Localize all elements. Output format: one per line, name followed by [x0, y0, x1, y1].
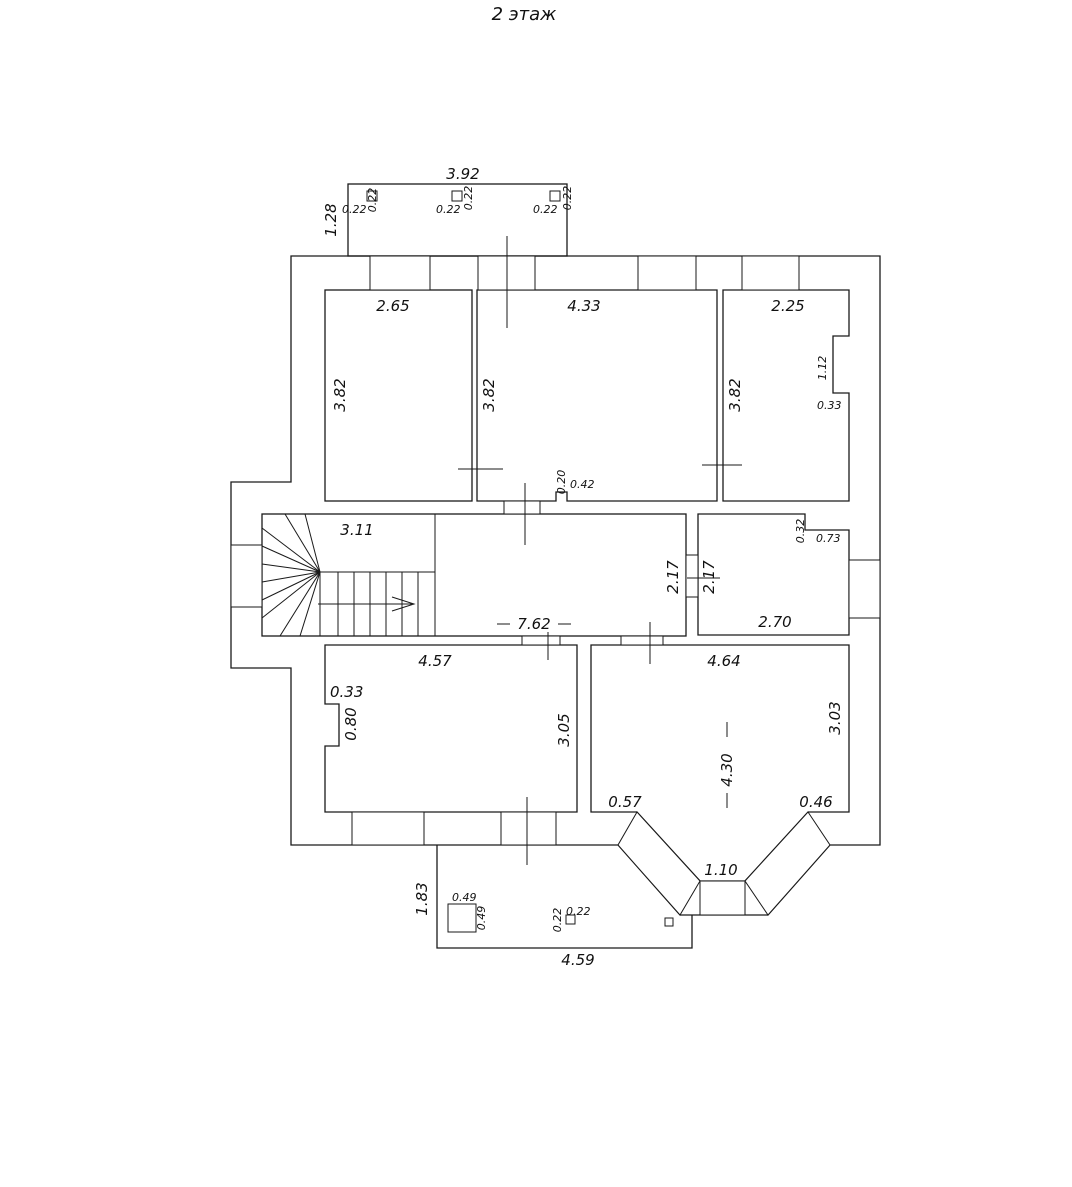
dim-room-ne-niche-w: 0.33 [817, 399, 842, 412]
balcony-top-post-2 [451, 190, 463, 202]
dim-room-sw-niche-h: 0.80 [342, 707, 360, 740]
dim-room-e-height: 2.17 [700, 560, 718, 594]
balcony-bottom-post-small [565, 914, 576, 925]
stairs-hall [261, 513, 687, 637]
door-n-hall [503, 500, 541, 515]
dim-room-ne-width: 2.25 [771, 297, 804, 315]
dim-room-ne-niche-h: 1.12 [816, 356, 829, 381]
dim-sq-2: 0.22 [366, 188, 379, 213]
door-balcony-bottom [500, 811, 557, 846]
dim-sq-1: 0.22 [342, 203, 367, 216]
balcony-bottom [436, 845, 693, 949]
dim-room-sw-width: 4.57 [418, 652, 452, 670]
dim-room-se-bay-right: 0.46 [799, 793, 832, 811]
dim-room-n-width: 4.33 [567, 297, 600, 315]
dim-room-n-niche-b: 0.42 [570, 478, 595, 491]
room-n [476, 289, 718, 502]
window-n1 [369, 255, 431, 291]
stair-arrow [318, 596, 416, 612]
dim-hall-length: 7.62 [517, 615, 550, 633]
room-sw [324, 644, 578, 813]
window-bay-front [699, 880, 746, 916]
room-e [697, 513, 850, 636]
door-hall-se [620, 635, 664, 646]
window-e [848, 559, 881, 619]
balcony-top [347, 183, 568, 257]
dim-room-ne-height: 3.82 [726, 378, 744, 411]
dim-room-nw-height: 3.82 [331, 378, 349, 411]
room-ne [722, 289, 850, 502]
dim-hall-height: 2.17 [664, 560, 682, 594]
dim-room-se-depth: 4.30 [718, 753, 736, 786]
dim-sq-6: 0.22 [561, 186, 574, 211]
door-hall-sw [521, 635, 561, 646]
door-hall-e [685, 554, 699, 598]
door-markers [458, 236, 742, 865]
dim-balcony-bottom-sq-b: 0.49 [475, 906, 488, 931]
balcony-top-post-1 [366, 190, 378, 202]
dim-balcony-bottom-depth: 1.83 [413, 882, 431, 915]
dim-room-e-niche-a: 0.32 [794, 519, 807, 544]
dim-sq-5: 0.22 [533, 203, 558, 216]
dim-balcony-top-width: 3.92 [446, 165, 479, 183]
dim-sq-4: 0.22 [462, 186, 475, 211]
balcony-bottom-post-corner [664, 917, 674, 927]
dim-room-n-niche-a: 0.20 [555, 470, 568, 495]
dim-room-se-height: 3.03 [826, 701, 844, 734]
dim-balcony-bottom-sq-c: 0.22 [551, 908, 564, 933]
dim-room-se-bay-front: 1.10 [704, 861, 737, 879]
dim-room-e-niche-b: 0.73 [816, 532, 841, 545]
dim-room-se-width: 4.64 [707, 652, 740, 670]
dim-room-sw-height: 3.05 [555, 713, 573, 746]
dim-room-n-height: 3.82 [480, 378, 498, 411]
dim-sq-3: 0.22 [436, 203, 461, 216]
page-title: 2 этаж [492, 4, 558, 25]
window-s [351, 811, 425, 846]
dim-balcony-bottom-sq-a: 0.49 [452, 891, 477, 904]
dim-stairs-width: 3.11 [340, 521, 373, 539]
window-bay-left [617, 811, 701, 916]
dim-balcony-bottom-width: 4.59 [561, 951, 594, 969]
dim-room-sw-niche-w: 0.33 [330, 683, 363, 701]
dim-room-se-bay-left: 0.57 [608, 793, 642, 811]
dim-room-e-width: 2.70 [758, 613, 791, 631]
dim-balcony-bottom-sq-d: 0.22 [566, 905, 591, 918]
balcony-top-post-3 [549, 190, 561, 202]
dim-balcony-top-depth: 1.28 [322, 203, 340, 236]
window-n2 [637, 255, 697, 291]
window-n3 [741, 255, 800, 291]
balcony-bottom-post-large [447, 903, 477, 933]
dim-room-nw-width: 2.65 [376, 297, 409, 315]
window-w [230, 544, 263, 608]
window-bay-right [744, 811, 831, 916]
